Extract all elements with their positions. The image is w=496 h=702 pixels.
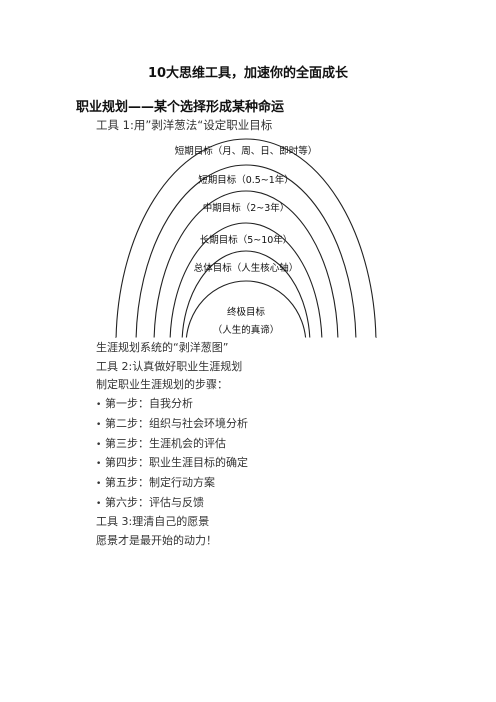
bullet-icon: • [96,400,102,411]
bullet-icon: • [96,478,102,489]
ring-label-5: 总体目标（人生核心轴） [194,262,299,274]
ring-label-4: 长期目标（5~10年） [200,234,293,246]
step-item: •第六步：评估与反馈 [96,494,248,514]
step-item: •第四步：职业生涯目标的确定 [96,454,248,474]
tool-2-line: 工具 2:认真做好职业生涯规划 [96,359,243,373]
bullet-icon: • [96,419,102,430]
body-text: 生涯规划系统的“剥洋葱图” 工具 2:认真做好职业生涯规划 制定职业生涯规划的步… [96,339,248,551]
ring-label-core: 终极目标 [227,306,266,318]
closing-line: 愿景才是最开始的动力！ [96,534,217,548]
bullet-icon: • [96,498,102,509]
step-item: •第三步：生涯机会的评估 [96,435,248,455]
onion-ring-6 [185,280,307,338]
step-item: •第二步：组织与社会环境分析 [96,415,248,435]
step-item: •第一步：自我分析 [96,395,248,415]
step-item: •第五步：制定行动方案 [96,474,248,494]
onion-diagram: 短期目标（月、周、日、即时等） 短期目标（0.5~1年） 中期目标（2~3年） … [115,138,377,339]
section-heading: 职业规划——某个选择形成某种命运 [76,100,285,115]
ring-label-1: 短期目标（月、周、日、即时等） [175,145,318,157]
ring-label-3: 中期目标（2~3年） [203,202,290,214]
page-title: 10大思维工具，加速你的全面成长 [147,66,349,81]
ring-label-core-sub: （人生的真谛） [213,324,280,336]
onion-ring-5 [181,250,311,338]
tool-1-line: 工具 1:用”剥洋葱法“设定职业目标 [96,118,273,132]
bullet-icon: • [96,439,102,450]
onion-ring-1 [115,138,377,338]
onion-ring-3 [153,190,339,338]
bullet-icon: • [96,459,102,470]
steps-intro: 制定职业生涯规划的步骤： [96,378,228,392]
diagram-caption: 生涯规划系统的“剥洋葱图” [96,341,229,354]
ring-label-2: 短期目标（0.5~1年） [198,174,294,186]
tool-3-line: 工具 3:理清自己的愿景 [96,515,210,529]
onion-ring-4 [169,222,323,338]
onion-ring-2 [135,164,357,338]
